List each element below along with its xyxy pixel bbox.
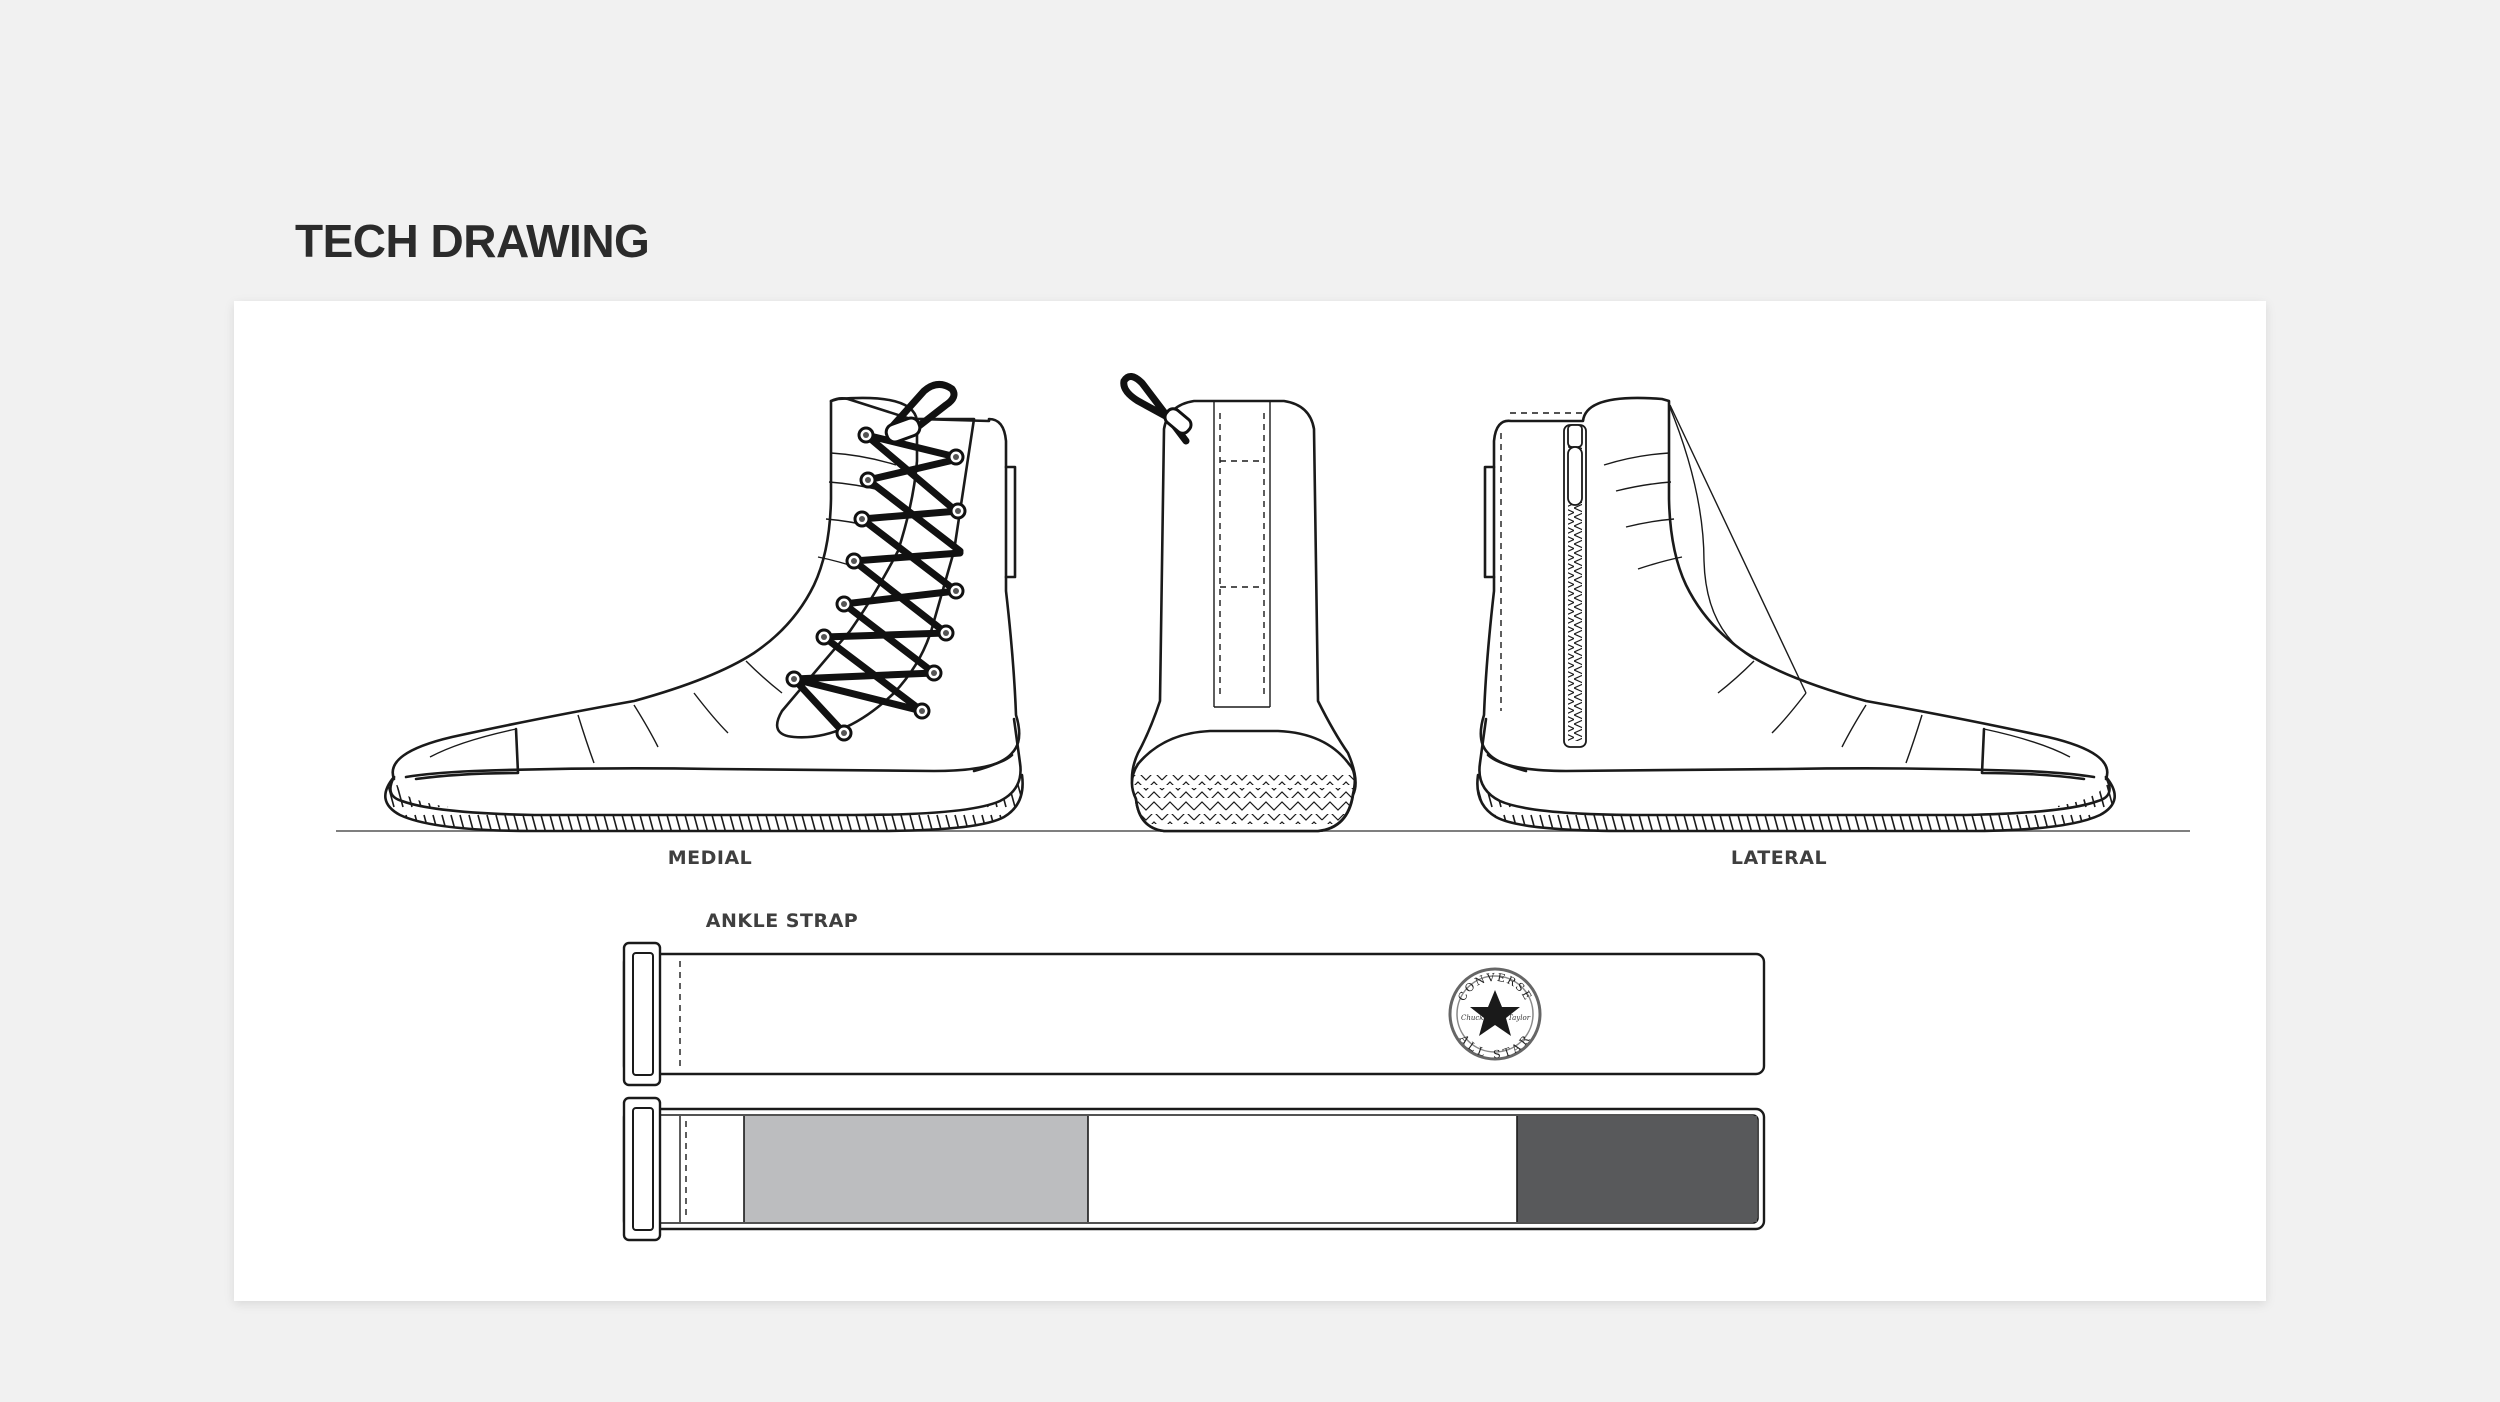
- ankle-strap-colorway: [622, 1096, 1766, 1242]
- drawing-panel: MEDIAL LATERAL ANKLE STRAP CONVERSE ALL …: [234, 301, 2266, 1301]
- page-title: TECH DRAWING: [295, 215, 650, 267]
- tech-drawing-canvas: MEDIAL LATERAL ANKLE STRAP CONVERSE ALL …: [336, 373, 2190, 1242]
- strap-dark-grey-panel: [1517, 1116, 1757, 1222]
- medial-eyelets: [785, 426, 967, 742]
- lateral-shoe-drawing: [1476, 396, 2116, 833]
- ankle-strap-outline: CONVERSE ALL STAR Chuck Taylor: [622, 941, 1766, 1087]
- lateral-zipper: [1563, 424, 1587, 748]
- lateral-label: LATERAL: [1731, 847, 1827, 869]
- converse-logo: CONVERSE ALL STAR Chuck Taylor: [1448, 967, 1542, 1061]
- strap-light-grey-panel: [744, 1116, 1088, 1222]
- svg-text:Chuck: Chuck: [1461, 1014, 1484, 1022]
- medial-laces: [790, 381, 964, 737]
- ankle-strap-label: ANKLE STRAP: [706, 910, 858, 932]
- medial-label: MEDIAL: [668, 847, 753, 869]
- back-shoe-drawing: [1120, 373, 1357, 833]
- svg-text:Taylor: Taylor: [1508, 1014, 1531, 1022]
- medial-shoe-drawing: [384, 381, 1024, 833]
